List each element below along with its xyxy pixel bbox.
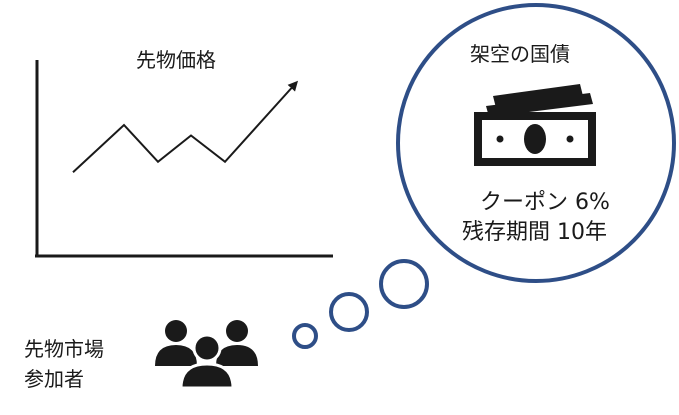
people-group-icon: [155, 320, 258, 390]
price-chart: [35, 60, 333, 258]
bond-title: 架空の国債: [470, 42, 570, 66]
price-trend-line: [72, 80, 299, 173]
participants-label-line1: 先物市場: [24, 337, 104, 361]
participants-label: 先物市場 参加者: [24, 334, 104, 394]
bond-maturity: 残存期間 10年: [462, 220, 607, 245]
thought-bubble-large: [379, 259, 429, 309]
price-chart-title: 先物価格: [136, 48, 216, 72]
bond-coupon: クーポン 6%: [480, 190, 610, 215]
banknote-icon: [474, 84, 596, 166]
thought-bubble-small: [292, 323, 318, 349]
thought-bubble-medium: [329, 292, 369, 332]
participants-label-line2: 参加者: [24, 367, 84, 391]
